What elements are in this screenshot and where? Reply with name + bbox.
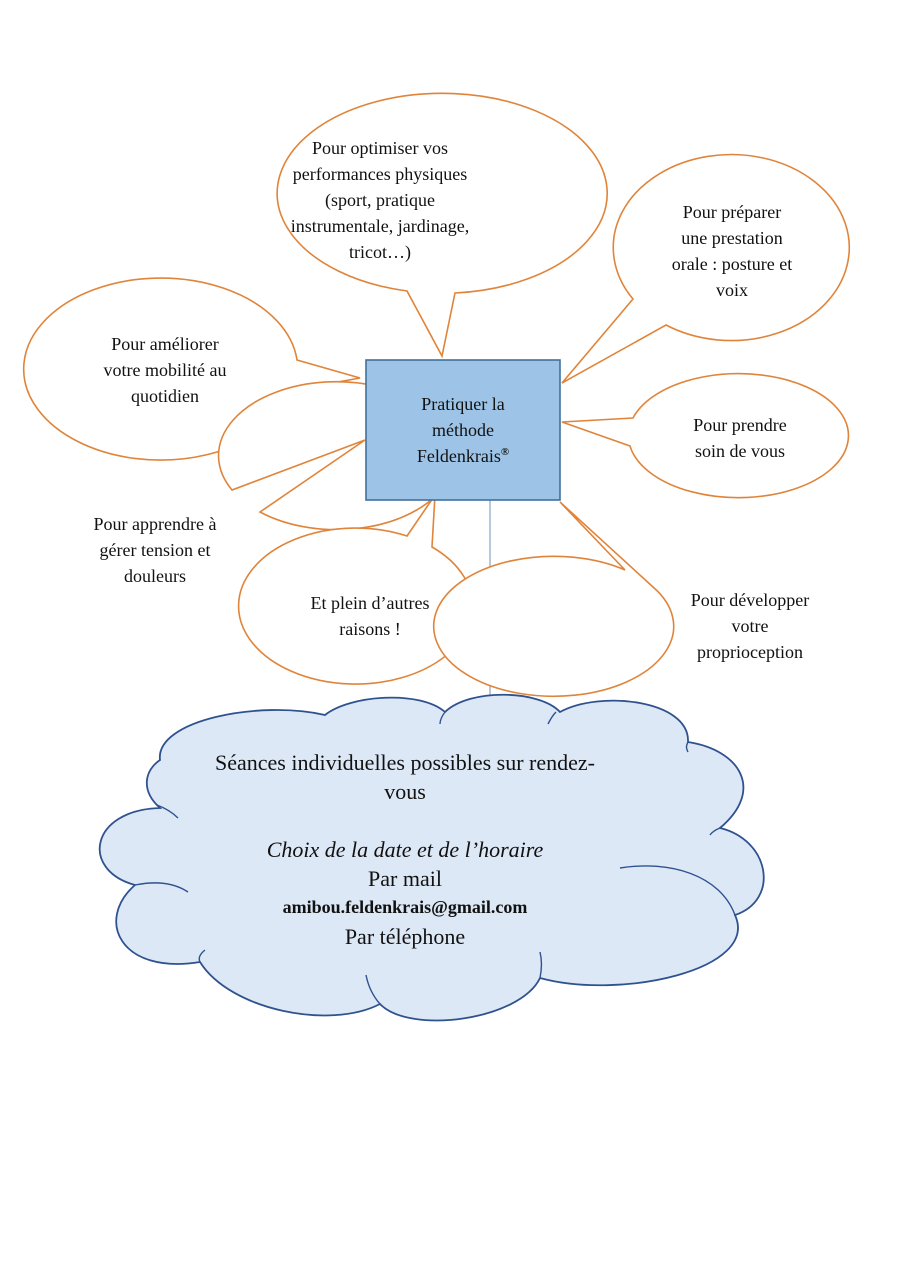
bubble-soin bbox=[561, 372, 850, 499]
cloud-phone-label: Par téléphone bbox=[344, 924, 466, 949]
bubble-proprioception bbox=[432, 501, 675, 698]
bubble-mobilite-text: Pour améliorer votre mobilité au quotidi… bbox=[103, 334, 227, 406]
cloud-headline-2: vous bbox=[384, 779, 426, 804]
cloud-inner-arcs bbox=[134, 711, 736, 1005]
center-line-3: Feldenkrais® bbox=[417, 443, 509, 469]
cloud-mail-label: Par mail bbox=[368, 866, 442, 891]
appointment-cloud bbox=[98, 693, 765, 1022]
registered-mark: ® bbox=[500, 446, 510, 458]
center-box bbox=[365, 359, 561, 501]
bubble-autres-text: Et plein d’autres raisons ! bbox=[310, 593, 430, 639]
center-box-text: Pratiquer la méthode Feldenkrais® bbox=[366, 360, 560, 500]
bubble-prestation bbox=[561, 153, 851, 384]
cloud-email[interactable]: amibou.feldenkrais@gmail.com bbox=[282, 897, 528, 917]
bubble-prestation-text: Pour préparer une prestation orale : pos… bbox=[671, 202, 793, 300]
center-line-2: méthode bbox=[432, 420, 494, 440]
bubble-tension-text: Pour apprendre à gérer tension et douleu… bbox=[93, 514, 217, 586]
cloud-choix: Choix de la date et de l’horaire bbox=[266, 837, 544, 862]
center-brand: Feldenkrais bbox=[416, 446, 501, 466]
cloud-headline-1: Séances individuelles possibles sur rend… bbox=[214, 750, 595, 775]
bubble-performances bbox=[276, 92, 608, 359]
cloud-text: Séances individuelles possibles sur rend… bbox=[180, 748, 630, 951]
bubble-performances-text: Pour optimiser vos performances physique… bbox=[290, 138, 470, 262]
center-line-1: Pratiquer la bbox=[421, 394, 505, 414]
bubble-proprioception-text: Pour développer votre proprioception bbox=[690, 590, 810, 662]
bubble-soin-text: Pour prendre soin de vous bbox=[693, 415, 787, 461]
